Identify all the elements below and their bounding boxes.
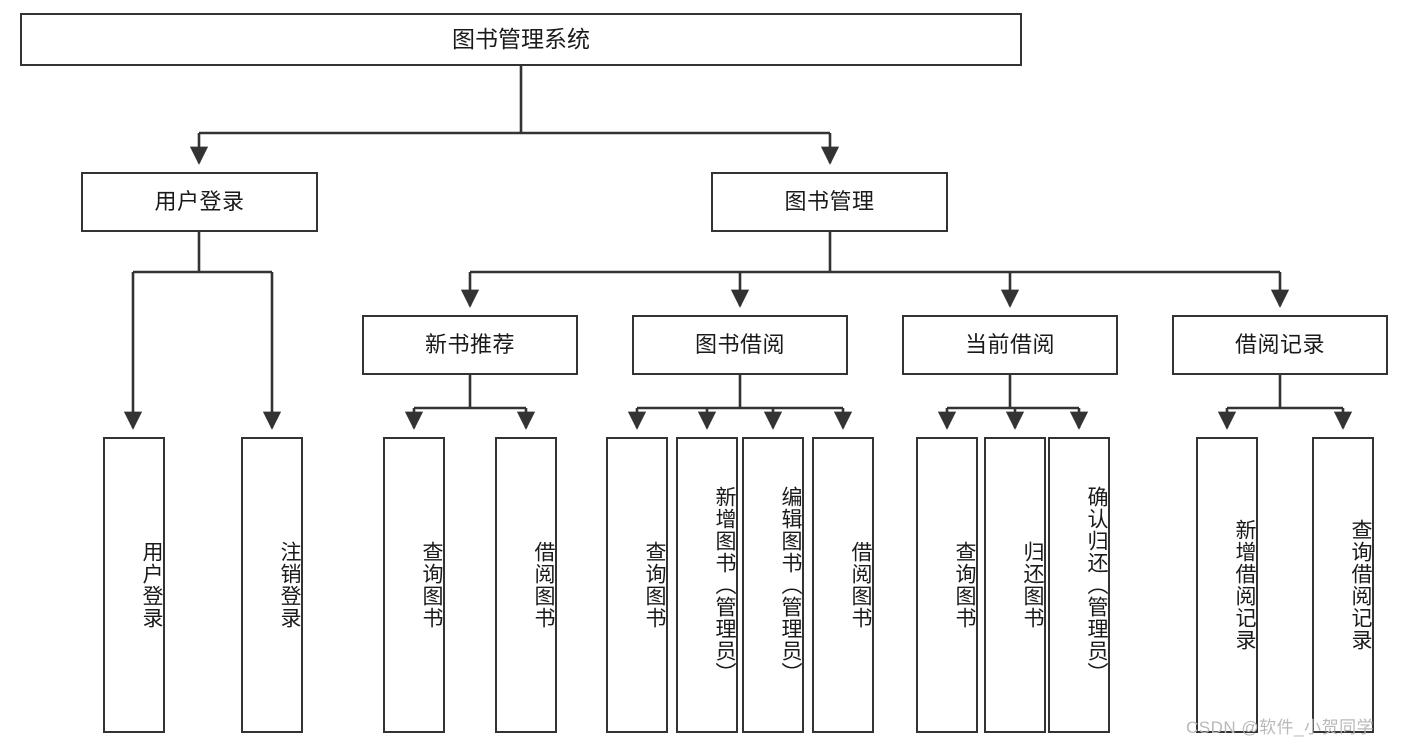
node-label: 图书管理 (784, 188, 875, 214)
leaf-return-book[interactable]: 归还图书 (984, 437, 1046, 733)
node-label: 注销登录 (278, 541, 301, 629)
node-label: 图书管理系统 (452, 25, 590, 52)
node-label: 新增图书（管理员） (713, 486, 736, 684)
leaf-borrow-book-2[interactable]: 借阅图书 (812, 437, 874, 733)
node-label: 图书借阅 (694, 331, 785, 357)
node-label: 编辑图书（管理员） (779, 486, 802, 684)
node-new-book-recommend[interactable]: 新书推荐 (362, 315, 578, 375)
leaf-edit-book[interactable]: 编辑图书（管理员） (742, 437, 804, 733)
node-label: 借阅记录 (1234, 331, 1325, 357)
node-user-login[interactable]: 用户登录 (81, 172, 318, 232)
node-label: 归还图书 (1021, 541, 1044, 629)
node-label: 用户登录 (140, 541, 163, 629)
leaf-user-logout[interactable]: 注销登录 (241, 437, 303, 733)
leaf-add-book[interactable]: 新增图书（管理员） (676, 437, 738, 733)
node-label: 查询图书 (420, 541, 443, 629)
node-label: 确认归还（管理员） (1085, 486, 1108, 684)
node-label: 新书推荐 (424, 331, 515, 357)
leaf-query-book-2[interactable]: 查询图书 (606, 437, 668, 733)
node-book-borrow[interactable]: 图书借阅 (632, 315, 848, 375)
node-book-manage[interactable]: 图书管理 (711, 172, 948, 232)
node-label: 新增借阅记录 (1233, 519, 1256, 651)
watermark-text: CSDN @软件_小贺同学 (1186, 718, 1375, 737)
node-label: 当前借阅 (964, 331, 1055, 357)
node-root-book-management-system[interactable]: 图书管理系统 (20, 13, 1022, 66)
node-label: 查询图书 (953, 541, 976, 629)
node-borrow-record[interactable]: 借阅记录 (1172, 315, 1388, 375)
node-label: 借阅图书 (849, 541, 872, 629)
leaf-query-record[interactable]: 查询借阅记录 (1312, 437, 1374, 733)
node-current-borrow[interactable]: 当前借阅 (902, 315, 1118, 375)
node-label: 查询借阅记录 (1349, 519, 1372, 651)
leaf-query-book-3[interactable]: 查询图书 (916, 437, 978, 733)
node-label: 借阅图书 (532, 541, 555, 629)
leaf-query-book-1[interactable]: 查询图书 (383, 437, 445, 733)
leaf-borrow-book-1[interactable]: 借阅图书 (495, 437, 557, 733)
node-label: 查询图书 (643, 541, 666, 629)
leaf-user-login[interactable]: 用户登录 (103, 437, 165, 733)
leaf-confirm-return[interactable]: 确认归还（管理员） (1048, 437, 1110, 733)
leaf-add-record[interactable]: 新增借阅记录 (1196, 437, 1258, 733)
node-label: 用户登录 (154, 188, 245, 214)
